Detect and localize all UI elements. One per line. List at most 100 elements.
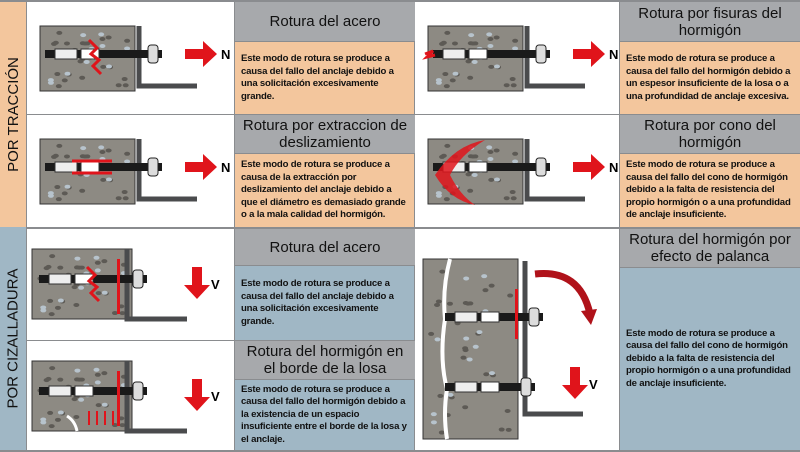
aggregate — [487, 44, 494, 49]
sleeve-spacer — [468, 161, 488, 173]
aggregate — [79, 188, 86, 193]
aggregate — [483, 372, 490, 377]
aggregate — [100, 177, 107, 182]
force-arrow-down — [184, 379, 210, 411]
aggregate — [56, 143, 63, 148]
aggregate — [54, 305, 61, 310]
aggregate — [55, 84, 62, 89]
force-label: N — [221, 160, 230, 175]
cell-title: Rotura por cono del hormigón — [620, 114, 800, 154]
aggregate — [45, 264, 52, 269]
illustration-steel-tension: N — [27, 2, 235, 114]
aggregate — [440, 40, 447, 45]
cell-title: Rotura por fisuras del hormigón — [620, 2, 800, 42]
force-arrow-right — [185, 154, 217, 180]
shear-line — [515, 289, 518, 339]
aggregate — [119, 423, 126, 428]
force-label: N — [609, 160, 618, 175]
steel-bracket — [136, 139, 197, 202]
illustration-pryout: V — [415, 227, 620, 450]
crack — [87, 38, 103, 76]
aggregate — [438, 430, 445, 435]
aggregate — [45, 376, 52, 381]
cell-title: Rotura del hormigón por efecto de palanc… — [620, 227, 800, 268]
aggregate — [430, 412, 437, 417]
aggregate — [124, 46, 131, 51]
nut — [132, 269, 144, 289]
aggregate — [73, 414, 80, 419]
edge-crack — [66, 414, 79, 432]
expansion-sleeve — [54, 161, 78, 173]
aggregate — [115, 196, 122, 201]
aggregate — [452, 71, 459, 76]
aggregate — [48, 424, 55, 429]
illustration-splitting: N — [415, 2, 620, 114]
nut — [528, 307, 540, 327]
failure-cone — [435, 140, 485, 205]
aggregate — [122, 196, 129, 201]
aggregate — [467, 75, 474, 80]
aggregate — [488, 64, 495, 69]
frame-top — [0, 0, 800, 2]
aggregate — [121, 77, 128, 82]
aggregate — [101, 259, 108, 264]
aggregate — [77, 59, 84, 64]
aggregate — [98, 32, 105, 37]
aggregate — [122, 83, 129, 88]
aggregate — [504, 408, 511, 413]
aggregate — [94, 372, 101, 377]
aggregate — [94, 268, 101, 273]
aggregate — [101, 290, 108, 295]
aggregate — [115, 83, 122, 88]
aggregate — [78, 285, 85, 290]
aggregate — [124, 151, 131, 156]
aggregate — [465, 172, 472, 177]
expansion-sleeve — [54, 48, 78, 60]
aggregate — [81, 154, 88, 159]
aggregate — [505, 427, 512, 432]
rotation-arrow-head — [581, 309, 597, 325]
aggregate — [49, 366, 56, 371]
cell-description: Este modo de rotura se produce a causa d… — [235, 266, 415, 340]
aggregate — [444, 30, 451, 35]
aggregate — [63, 154, 70, 159]
aggregate — [40, 420, 47, 425]
aggregate — [106, 177, 113, 182]
aggregate — [94, 260, 101, 265]
aggregate — [444, 143, 451, 148]
section-label-cizalladura: POR CIZALLADURA — [0, 227, 27, 450]
aggregate — [487, 37, 494, 42]
aggregate — [55, 197, 62, 202]
aggregate — [57, 377, 64, 382]
nut — [535, 44, 547, 64]
aggregate — [99, 44, 106, 49]
aggregate — [47, 410, 54, 415]
force-arrow-right — [185, 41, 217, 67]
aggregate — [493, 35, 500, 40]
cell-description: Este modo de rotura se produce a causa d… — [620, 42, 800, 114]
aggregate — [488, 283, 495, 288]
aggregate — [494, 177, 501, 182]
aggregate — [47, 298, 54, 303]
aggregate — [434, 337, 441, 342]
aggregate — [512, 151, 519, 156]
aggregate — [99, 37, 106, 42]
aggregate — [487, 150, 494, 155]
aggregate — [56, 30, 63, 35]
nut — [535, 157, 547, 177]
aggregate — [471, 59, 478, 64]
aggregate — [469, 41, 476, 46]
steel-bracket — [124, 249, 187, 322]
section-cizalladura-text: POR CIZALLADURA — [4, 268, 22, 409]
nut — [520, 377, 532, 397]
cell-title: Rotura por extraccion de deslizamiento — [235, 114, 415, 154]
aggregate — [430, 420, 437, 425]
aggregate — [119, 311, 126, 316]
aggregate — [61, 78, 68, 83]
aggregate — [81, 41, 88, 46]
aggregate — [512, 46, 519, 51]
aggregate — [469, 154, 476, 159]
shear-line — [117, 371, 120, 426]
section-traccion-text: POR TRACCIÓN — [4, 57, 22, 172]
expansion-sleeve — [48, 273, 72, 285]
